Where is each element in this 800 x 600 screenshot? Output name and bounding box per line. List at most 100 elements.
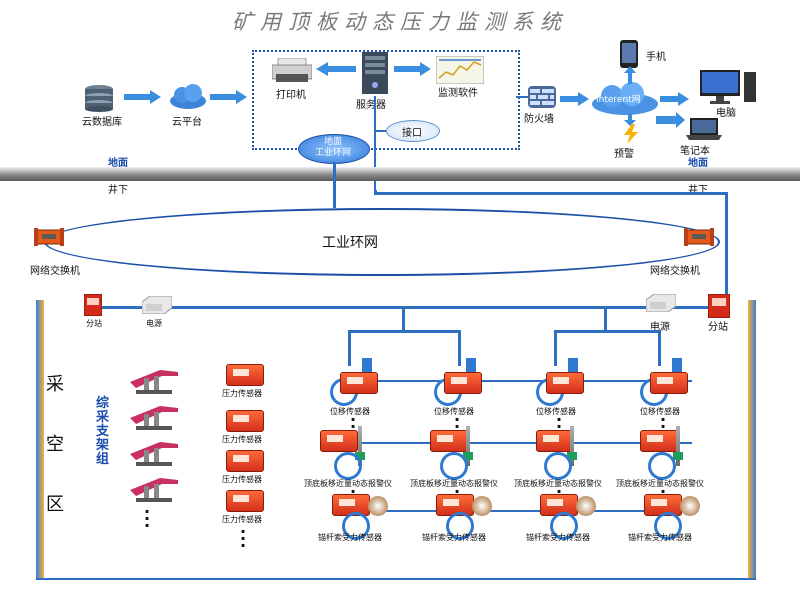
mined-area-char-3: 区 bbox=[46, 494, 64, 515]
chain-row-3 bbox=[352, 510, 692, 512]
displacement-sensor-icon bbox=[546, 372, 584, 394]
page-title: 矿用顶板动态压力监测系统 bbox=[232, 10, 568, 34]
support-group-char-3: 支 bbox=[96, 424, 110, 439]
cloud-db-label: 云数据库 bbox=[82, 117, 122, 128]
interface-link-line bbox=[374, 130, 386, 132]
floor-line bbox=[36, 578, 756, 580]
phone-label: 手机 bbox=[646, 52, 666, 63]
cloud-platform-label: 云平台 bbox=[172, 117, 202, 128]
switch-icon bbox=[684, 226, 714, 252]
cable-coil-icon bbox=[440, 452, 468, 480]
power-box-icon bbox=[645, 293, 677, 316]
underground-bus bbox=[100, 306, 716, 309]
industrial-ring-network bbox=[44, 208, 720, 276]
left-switch-label: 网络交换机 bbox=[30, 266, 80, 277]
col2-dots-a: ·· bbox=[454, 410, 461, 436]
branch-right-h bbox=[554, 330, 660, 333]
cable-coil-icon bbox=[446, 512, 474, 540]
arrow-right-icon bbox=[124, 90, 161, 104]
left-surface-label: 地面 bbox=[108, 158, 128, 169]
right-switch-label: 网络交换机 bbox=[650, 266, 700, 277]
server-room-box bbox=[252, 50, 520, 150]
arrow-down-right-icon bbox=[656, 112, 685, 128]
roof-probe-band-icon bbox=[673, 452, 683, 460]
laptop-label: 笔记本 bbox=[680, 146, 710, 157]
interface-label: 接口 bbox=[402, 128, 422, 139]
server-to-firewall-line bbox=[516, 96, 528, 98]
internet-label: Interent网 bbox=[596, 95, 641, 105]
displacement-probe-icon bbox=[672, 358, 682, 372]
pressure-sensor-icon bbox=[226, 364, 264, 386]
displacement-sensor-label-2: 位移传感器 bbox=[434, 407, 474, 416]
branch-left-v bbox=[402, 306, 405, 332]
branch-right-d2 bbox=[658, 330, 661, 366]
displacement-sensor-label-1: 位移传感器 bbox=[330, 407, 370, 416]
roof-alarm-label-3: 顶底板移近量动态报警仪 bbox=[514, 479, 602, 488]
roof-alarm-label-4: 顶底板移近量动态报警仪 bbox=[616, 479, 704, 488]
roof-probe-icon bbox=[466, 426, 470, 466]
roof-probe-band-icon bbox=[463, 452, 473, 460]
left-substation-label: 分站 bbox=[86, 319, 102, 328]
bolt-sensor-label-4: 锚杆索受力传感器 bbox=[628, 533, 692, 542]
computer-label: 电脑 bbox=[716, 108, 736, 119]
interface-bubble bbox=[386, 120, 440, 142]
right-substation-label: 分站 bbox=[708, 322, 728, 333]
col4-dots-a: ·· bbox=[660, 410, 667, 436]
server-label: 服务器 bbox=[356, 100, 386, 111]
displacement-sensor-label-4: 位移传感器 bbox=[640, 407, 680, 416]
printer-icon bbox=[271, 57, 313, 88]
roof-probe-icon bbox=[358, 426, 362, 466]
arrow-right-icon bbox=[560, 92, 589, 106]
ring-label: 工业环网 bbox=[322, 235, 378, 251]
right-rail bbox=[748, 300, 756, 580]
left-power-label: 电源 bbox=[146, 319, 162, 328]
arrow-right-icon bbox=[210, 90, 247, 104]
software-label: 监测软件 bbox=[438, 88, 478, 99]
more-supports-dots: ··· bbox=[144, 502, 151, 535]
ground-divider bbox=[0, 167, 800, 181]
firewall-icon bbox=[528, 86, 556, 112]
support-group-char-2: 采 bbox=[96, 410, 110, 425]
pressure-sensor-label-1: 压力传感器 bbox=[222, 389, 262, 398]
phone-icon bbox=[620, 40, 638, 72]
cable-coil-icon bbox=[654, 512, 682, 540]
bolt-disk-icon bbox=[368, 496, 388, 516]
branch-left-h bbox=[348, 330, 460, 333]
server-to-interface-line bbox=[374, 96, 376, 194]
chain-row-1 bbox=[352, 380, 692, 382]
roof-alarm-icon bbox=[430, 430, 468, 452]
cable-coil-icon bbox=[342, 512, 370, 540]
laptop-icon bbox=[686, 118, 722, 144]
internet-cloud-icon bbox=[590, 82, 660, 120]
support-group-char-4: 架 bbox=[96, 438, 110, 453]
pressure-sensor-label-4: 压力传感器 bbox=[222, 515, 262, 524]
pressure-sensor-icon bbox=[226, 410, 264, 432]
hydraulic-support-icon bbox=[130, 404, 180, 434]
roof-alarm-icon bbox=[536, 430, 574, 452]
displacement-sensor-icon bbox=[650, 372, 688, 394]
hydraulic-support-icon bbox=[130, 476, 180, 506]
roof-probe-icon bbox=[676, 426, 680, 466]
surface-ring-bubble bbox=[298, 134, 370, 164]
computer-icon bbox=[700, 70, 758, 108]
power-box-icon bbox=[141, 295, 173, 318]
roof-alarm-label-2: 顶底板移近量动态报警仪 bbox=[410, 479, 498, 488]
roof-probe-icon bbox=[570, 426, 574, 466]
bolt-disk-icon bbox=[680, 496, 700, 516]
arrow-up-icon bbox=[624, 66, 636, 84]
displacement-sensor-label-3: 位移传感器 bbox=[536, 407, 576, 416]
surface-ring-label: 地面 工业环网 bbox=[314, 137, 351, 158]
col1-dots-a: ·· bbox=[350, 410, 357, 436]
cloud-icon bbox=[168, 84, 208, 114]
pressure-sensor-icon bbox=[226, 490, 264, 512]
pressure-sensor-label-3: 压力传感器 bbox=[222, 475, 262, 484]
branch-right-d1 bbox=[554, 330, 557, 366]
displacement-sensor-icon bbox=[444, 372, 482, 394]
lightning-alarm-icon bbox=[622, 124, 640, 148]
ring-feed-line-right-down bbox=[725, 192, 728, 294]
roof-alarm-icon bbox=[320, 430, 358, 452]
firewall-label: 防火墙 bbox=[524, 114, 554, 125]
roof-alarm-label-1: 顶底板移近量动态报警仪 bbox=[304, 479, 392, 488]
ring-feed-line-right-h bbox=[374, 192, 728, 195]
cable-coil-icon bbox=[334, 452, 362, 480]
